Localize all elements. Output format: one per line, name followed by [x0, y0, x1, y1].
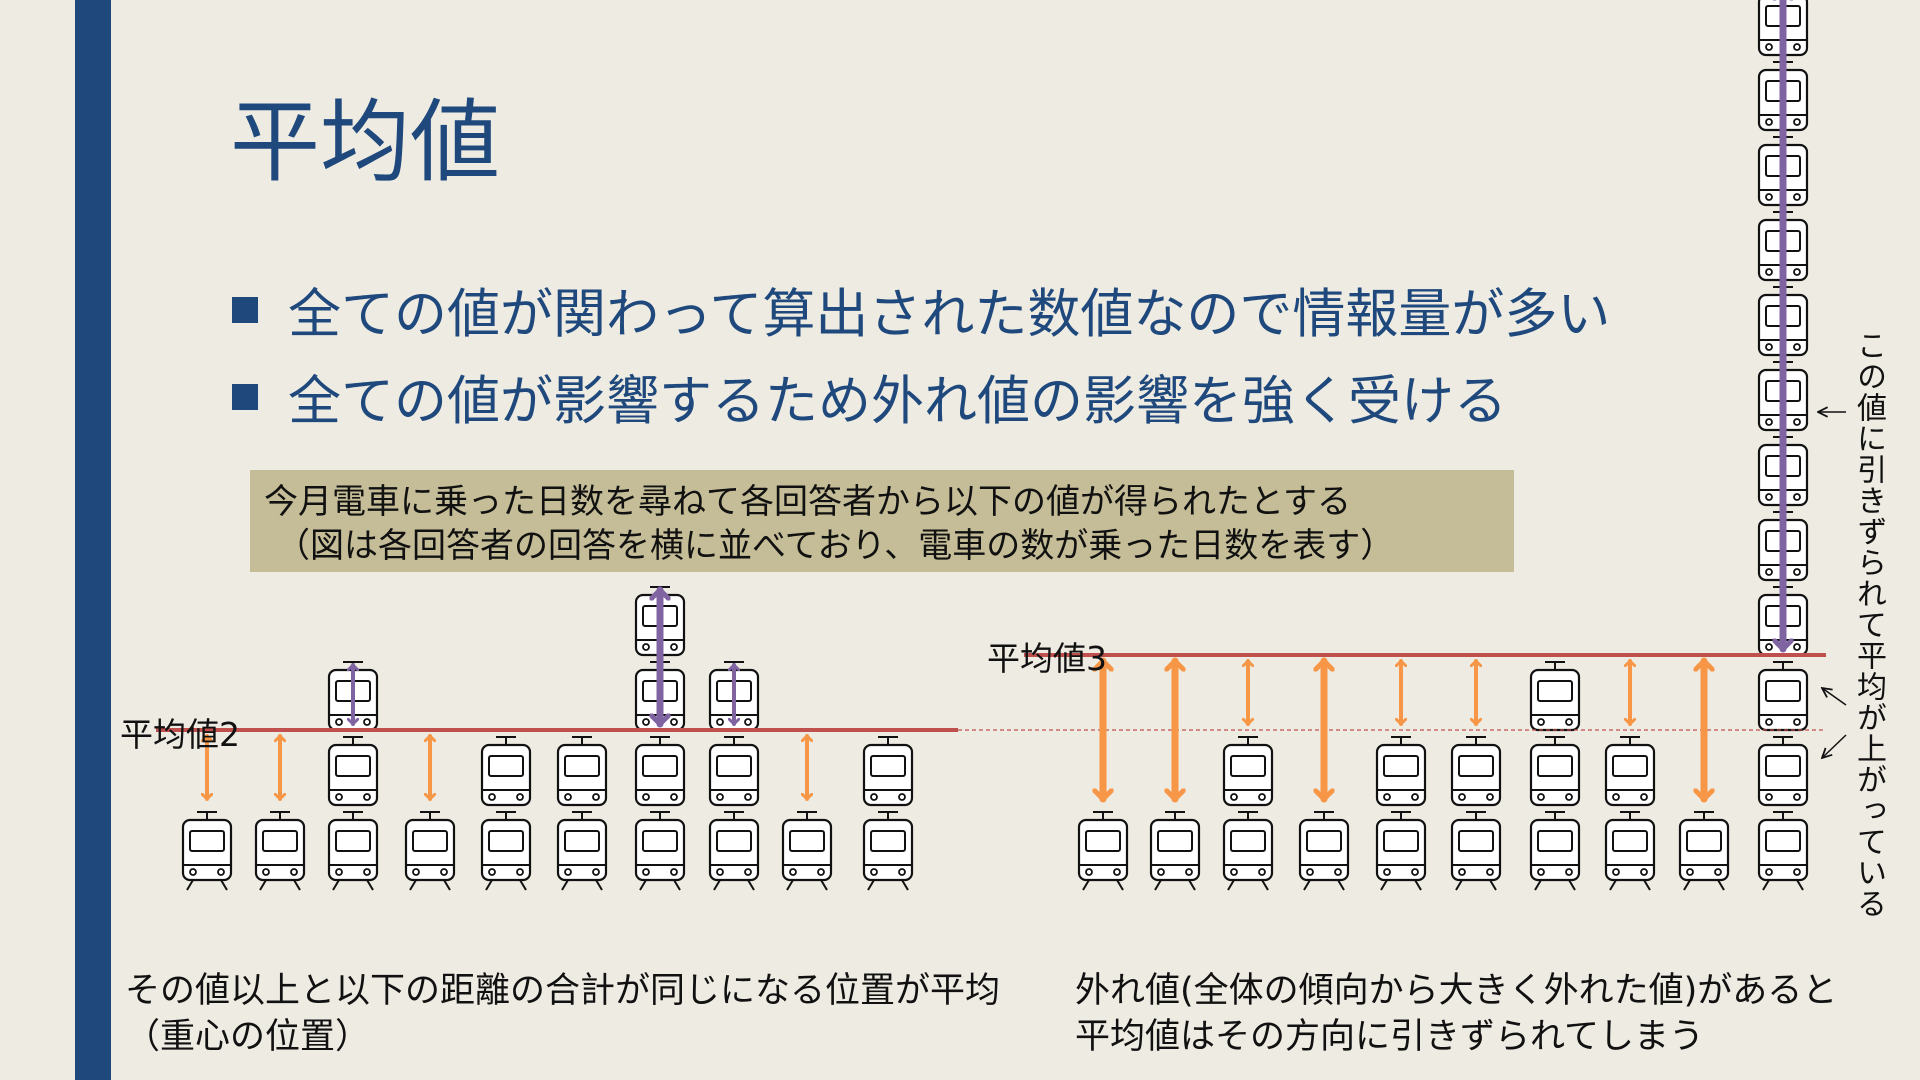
sidebar-accent-bar [75, 0, 111, 1080]
train-icon [480, 736, 532, 807]
bullet-text: 全ての値が影響するため外れ値の影響を強く受ける [288, 370, 1507, 432]
train-icon [1222, 736, 1274, 807]
train-icon [1757, 661, 1809, 732]
train-icon [556, 811, 608, 891]
train-icon [1450, 811, 1502, 891]
left-caption-line-1: その値以上と以下の距離の合計が同じになる位置が平均 [125, 971, 1001, 1011]
outlier-side-note: この値に引きずられて平均が上がっている [1851, 330, 1886, 919]
train-icon [1529, 811, 1581, 891]
explanation-line-1: 今月電車に乗った日数を尋ねて各回答者から以下の値が得られたとする [264, 482, 1351, 522]
train-icon [1149, 811, 1201, 891]
train-icon [1757, 736, 1809, 807]
train-icon [1375, 736, 1427, 807]
explanation-box: 今月電車に乗った日数を尋ねて各回答者から以下の値が得られたとする （図は各回答者… [250, 470, 1514, 572]
left-caption-line-2: （重心の位置） [125, 1017, 371, 1057]
pointer-arrow-mean2 [1822, 734, 1847, 758]
train-icon [1757, 811, 1809, 891]
right-caption-line-2: 平均値はその方向に引きずられてしまう [1075, 1017, 1704, 1057]
train-icon [1077, 811, 1129, 891]
bullet-square-icon [232, 384, 258, 411]
train-icon [1529, 661, 1581, 732]
train-icon [327, 736, 379, 807]
train-icon [1604, 811, 1656, 891]
train-icon [708, 811, 760, 891]
left-mean-label: 平均値2 [120, 715, 240, 754]
right-caption: 外れ値(全体の傾向から大きく外れた値)があると 平均値はその方向に引きずられてし… [1075, 968, 1837, 1060]
bullet-square-icon [232, 297, 258, 324]
train-icon [327, 811, 379, 891]
bullet-item-1: 全ての値が関わって算出された数値なので情報量が多い [232, 285, 1610, 341]
train-icon [862, 811, 914, 891]
train-icon [1604, 736, 1656, 807]
train-icon [556, 736, 608, 807]
train-icon [181, 811, 233, 891]
train-icon [404, 811, 456, 891]
train-icon [1375, 811, 1427, 891]
bullet-text: 全ての値が関わって算出された数値なので情報量が多い [288, 283, 1611, 345]
train-icon [254, 811, 306, 891]
train-icon [1450, 736, 1502, 807]
train-icon [480, 811, 532, 891]
train-icon [634, 811, 686, 891]
right-mean-label: 平均値3 [987, 639, 1107, 678]
explanation-line-2: （図は各回答者の回答を横に並べており、電車の数が乗った日数を表す） [276, 526, 1395, 566]
bullet-item-2: 全ての値が影響するため外れ値の影響を強く受ける [232, 372, 1507, 428]
left-caption: その値以上と以下の距離の合計が同じになる位置が平均 （重心の位置） [125, 968, 1000, 1060]
train-icon [862, 736, 914, 807]
train-icon [1222, 811, 1274, 891]
right-caption-line-1: 外れ値(全体の傾向から大きく外れた値)があると [1075, 971, 1838, 1011]
train-icon [1678, 811, 1730, 891]
train-icon [1298, 811, 1350, 891]
train-icon [708, 736, 760, 807]
pointer-arrow-mean3 [1822, 688, 1847, 706]
train-icon [1529, 736, 1581, 807]
page-title: 平均値 [230, 90, 500, 195]
train-icon [781, 811, 833, 891]
train-icon [634, 736, 686, 807]
